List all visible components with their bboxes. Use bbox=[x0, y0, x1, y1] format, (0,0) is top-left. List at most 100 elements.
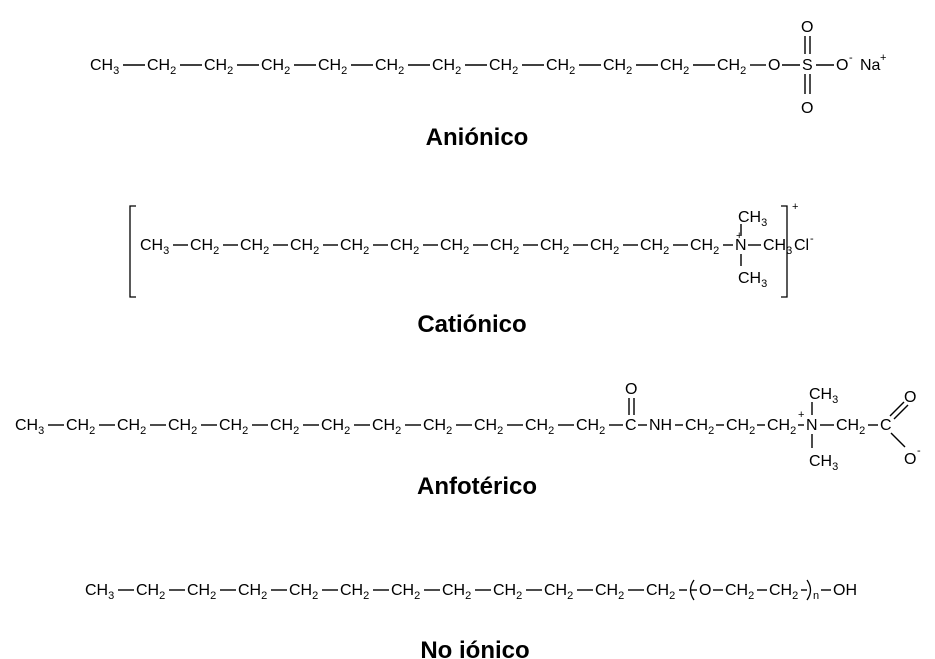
methylene-group: CH2 bbox=[204, 57, 233, 77]
positive-charge: + bbox=[880, 52, 886, 64]
methylene-group: CH2 bbox=[240, 237, 269, 257]
methylene-group: CH2 bbox=[219, 417, 248, 437]
methyl-group: CH3 bbox=[763, 237, 792, 257]
methylene-group: CH2 bbox=[340, 582, 369, 602]
methylene-group: CH2 bbox=[640, 237, 669, 257]
carbonyl-carbon: C bbox=[625, 417, 637, 434]
methylene-group: CH2 bbox=[767, 417, 796, 437]
methylene-group: CH2 bbox=[340, 237, 369, 257]
methylene-group: CH2 bbox=[660, 57, 689, 77]
bond-line bbox=[889, 401, 905, 417]
methylene-group: CH2 bbox=[646, 582, 675, 602]
methylene-group: CH2 bbox=[372, 417, 401, 437]
negative-charge: - bbox=[849, 52, 853, 64]
methylene-group: CH2 bbox=[493, 582, 522, 602]
hydroxyl-group: OH bbox=[833, 582, 857, 599]
methylene-group: CH2 bbox=[261, 57, 290, 77]
methyl-group: CH3 bbox=[738, 270, 767, 290]
methylene-group: CH2 bbox=[576, 417, 605, 437]
methyl-group: CH3 bbox=[738, 209, 767, 229]
negative-charge: - bbox=[917, 445, 921, 457]
oxygen-atom: O bbox=[768, 57, 780, 74]
oxygen-atom: O bbox=[801, 19, 813, 36]
methylene-group: CH2 bbox=[321, 417, 350, 437]
positive-charge: + bbox=[736, 230, 742, 242]
oxygen-atom: O bbox=[699, 582, 711, 599]
methylene-group: CH2 bbox=[238, 582, 267, 602]
methylene-group: CH2 bbox=[432, 57, 461, 77]
amide-group: NH bbox=[649, 417, 672, 434]
methylene-group: CH2 bbox=[442, 582, 471, 602]
methyl-group: CH3 bbox=[809, 386, 838, 406]
methylene-group: CH2 bbox=[690, 237, 719, 257]
methylene-group: CH2 bbox=[136, 582, 165, 602]
negative-charge: - bbox=[810, 233, 814, 245]
carboxyl-carbon: C bbox=[880, 417, 892, 434]
oxygen-atom: O bbox=[625, 381, 637, 398]
methylene-group: CH2 bbox=[147, 57, 176, 77]
methylene-group: CH2 bbox=[168, 417, 197, 437]
methylene-group: CH2 bbox=[474, 417, 503, 437]
methyl-group: CH3 bbox=[15, 417, 44, 437]
methylene-group: CH2 bbox=[187, 582, 216, 602]
oxygen-atom: O bbox=[801, 100, 813, 117]
sulfur-atom: S bbox=[802, 57, 813, 74]
oxygen-atom: O bbox=[836, 57, 848, 74]
methylene-group: CH2 bbox=[289, 582, 318, 602]
methylene-group: CH2 bbox=[375, 57, 404, 77]
left-bracket bbox=[129, 205, 136, 298]
methylene-group: CH2 bbox=[489, 57, 518, 77]
oxygen-atom: O bbox=[904, 389, 916, 406]
methylene-group: CH2 bbox=[117, 417, 146, 437]
methylene-group: CH2 bbox=[318, 57, 347, 77]
methylene-group: CH2 bbox=[544, 582, 573, 602]
methylene-group: CH2 bbox=[769, 582, 798, 602]
methylene-group: CH2 bbox=[390, 237, 419, 257]
methylene-group: CH2 bbox=[270, 417, 299, 437]
methylene-group: CH2 bbox=[490, 237, 519, 257]
molecule-nonionic: CH3 CH2 CH2 CH2 CH2 CH2 CH2 CH2 CH2 CH2 CH2 CH2 O CH2… bbox=[85, 579, 857, 659]
molecule-caption: Anfotérico bbox=[417, 473, 537, 500]
methylene-group: CH2 bbox=[190, 237, 219, 257]
positive-charge: + bbox=[798, 409, 804, 421]
methylene-group: CH2 bbox=[595, 582, 624, 602]
repeat-count: n bbox=[813, 590, 819, 602]
bond-line bbox=[893, 404, 909, 420]
left-parenthesis bbox=[689, 579, 695, 601]
oxygen-atom: O bbox=[904, 451, 916, 468]
methyl-group: CH3 bbox=[90, 57, 119, 77]
methylene-group: CH2 bbox=[440, 237, 469, 257]
nitrogen-atom: N bbox=[735, 237, 747, 254]
methylene-group: CH2 bbox=[423, 417, 452, 437]
methylene-group: CH2 bbox=[540, 237, 569, 257]
methylene-group: CH2 bbox=[717, 57, 746, 77]
methylene-group: CH2 bbox=[685, 417, 714, 437]
methylene-group: CH2 bbox=[836, 417, 865, 437]
bond-line bbox=[890, 432, 906, 448]
methylene-group: CH2 bbox=[290, 237, 319, 257]
methyl-group: CH3 bbox=[140, 237, 169, 257]
sodium-ion: Na bbox=[860, 57, 881, 74]
methylene-group: CH2 bbox=[603, 57, 632, 77]
methyl-group: CH3 bbox=[809, 453, 838, 473]
right-bracket bbox=[781, 205, 788, 298]
methylene-group: CH2 bbox=[546, 57, 575, 77]
right-parenthesis bbox=[806, 579, 812, 601]
chloride-ion: Cl bbox=[794, 237, 809, 254]
methyl-group: CH3 bbox=[85, 582, 114, 602]
nitrogen-atom: N bbox=[806, 417, 818, 434]
methylene-group: CH2 bbox=[725, 582, 754, 602]
methylene-group: CH2 bbox=[726, 417, 755, 437]
methylene-group: CH2 bbox=[66, 417, 95, 437]
positive-charge: + bbox=[792, 201, 798, 213]
molecule-caption: Aniónico bbox=[426, 124, 529, 151]
methylene-group: CH2 bbox=[525, 417, 554, 437]
molecule-caption: No iónico bbox=[420, 637, 529, 659]
methylene-group: CH2 bbox=[590, 237, 619, 257]
molecule-caption: Catiónico bbox=[417, 311, 526, 338]
methylene-group: CH2 bbox=[391, 582, 420, 602]
